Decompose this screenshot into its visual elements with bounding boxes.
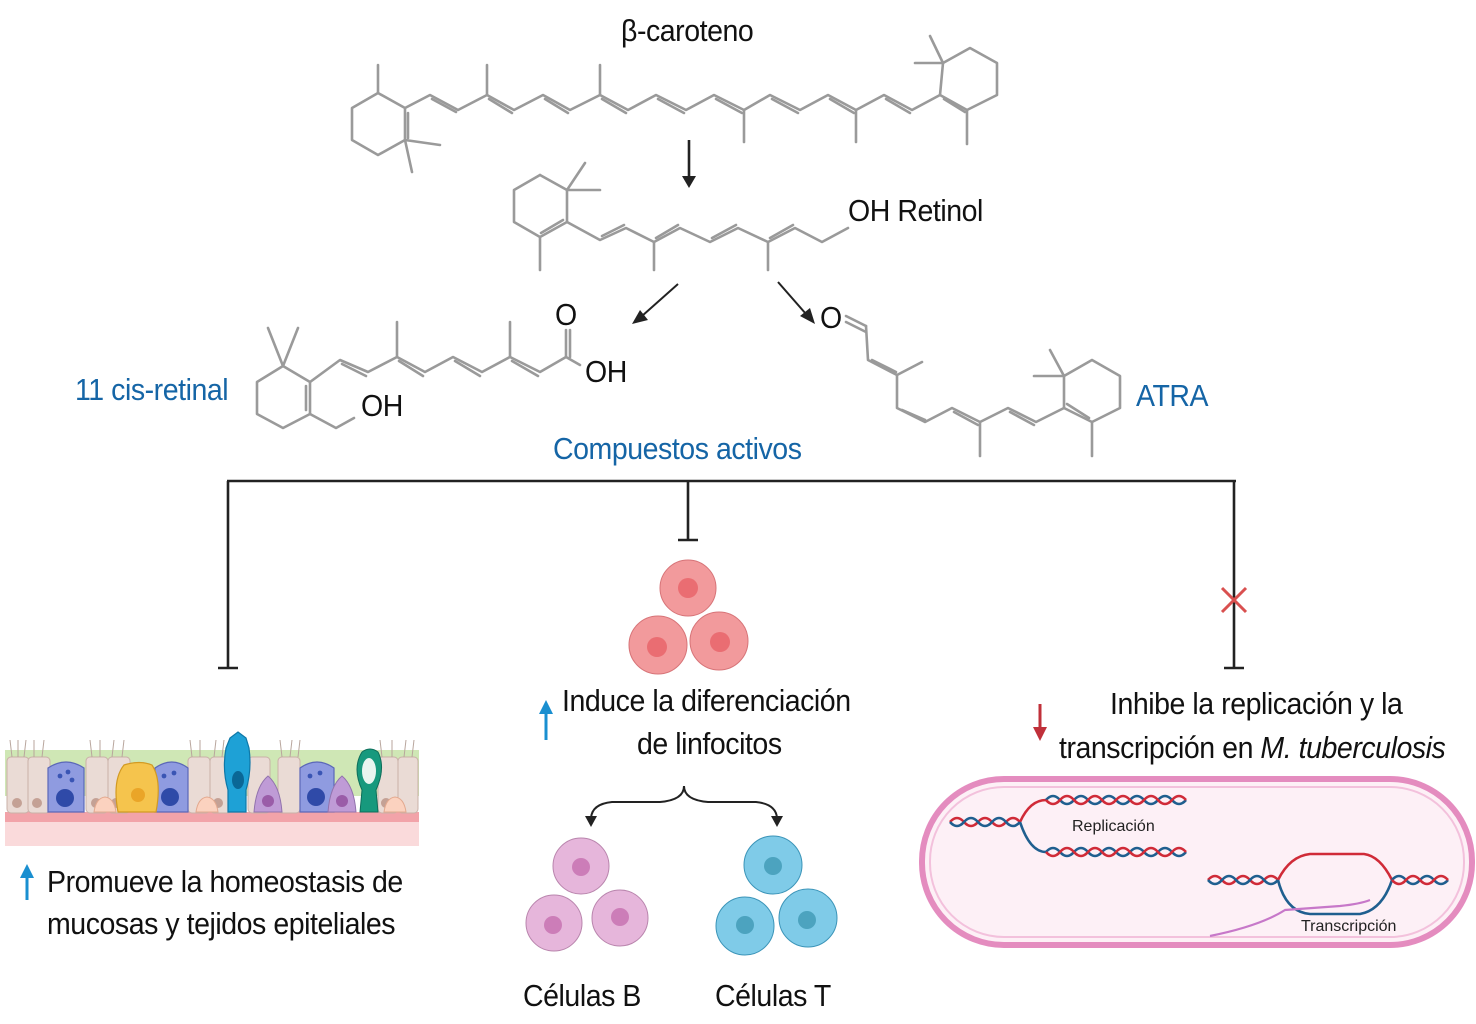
tb-text-line2: transcripción en M. tuberculosis xyxy=(1059,730,1446,766)
tb-organism-name: M. tuberculosis xyxy=(1260,730,1446,765)
increase-arrow-icon xyxy=(20,864,34,900)
tb-text-line1: Inhibe la replicación y la xyxy=(1110,686,1403,721)
blocked-x-icon xyxy=(1220,586,1248,614)
increase-arrow-icon xyxy=(539,700,553,740)
atra-structure xyxy=(844,314,1122,458)
b-cells-illustration xyxy=(525,837,649,952)
cis-retinal-label: 11 cis-retinal xyxy=(75,372,229,407)
aldehyde-oxygen-label: O xyxy=(820,300,842,335)
arrow-to-atra-icon xyxy=(777,281,815,324)
replication-label: Replicación xyxy=(1072,818,1155,835)
retinol-label: OH Retinol xyxy=(848,193,983,228)
beta-carotene-structure xyxy=(350,34,999,174)
arrow-to-cis-retinal-icon xyxy=(632,283,679,324)
acid-hydroxyl-label: OH xyxy=(585,354,627,389)
branch-arrows-b-t xyxy=(585,785,783,827)
t-cells-label: Células T xyxy=(715,978,831,1013)
epithelial-text-line2: mucosas y tejidos epiteliales xyxy=(47,906,396,941)
lymphocyte-text-line1: Induce la diferenciación xyxy=(562,683,851,718)
lymphocyte-text-line2: de linfocitos xyxy=(637,726,782,761)
retinol-structure xyxy=(512,161,850,272)
transcription-label: Transcripción xyxy=(1301,918,1397,935)
arrow-down-icon xyxy=(682,140,696,188)
epithelial-text-line1: Promueve la homeostasis de xyxy=(47,864,403,899)
active-compounds-label: Compuestos activos xyxy=(553,431,802,466)
epithelial-tissue-illustration xyxy=(5,731,419,846)
hydroxyl-label: OH xyxy=(361,388,403,423)
bacterium-illustration xyxy=(919,776,1475,948)
cis-retinal-structure xyxy=(255,320,582,430)
t-cells-illustration xyxy=(715,835,838,956)
b-cells-label: Células B xyxy=(523,978,641,1013)
connector-tree xyxy=(218,479,1244,670)
beta-carotene-label: β-caroteno xyxy=(621,13,754,48)
decrease-arrow-icon xyxy=(1033,704,1047,741)
tb-text-plain: transcripción en xyxy=(1059,730,1261,765)
atra-label: ATRA xyxy=(1136,378,1209,413)
carbonyl-oxygen-label: O xyxy=(555,297,577,332)
lymphocyte-cells-illustration xyxy=(628,559,749,675)
